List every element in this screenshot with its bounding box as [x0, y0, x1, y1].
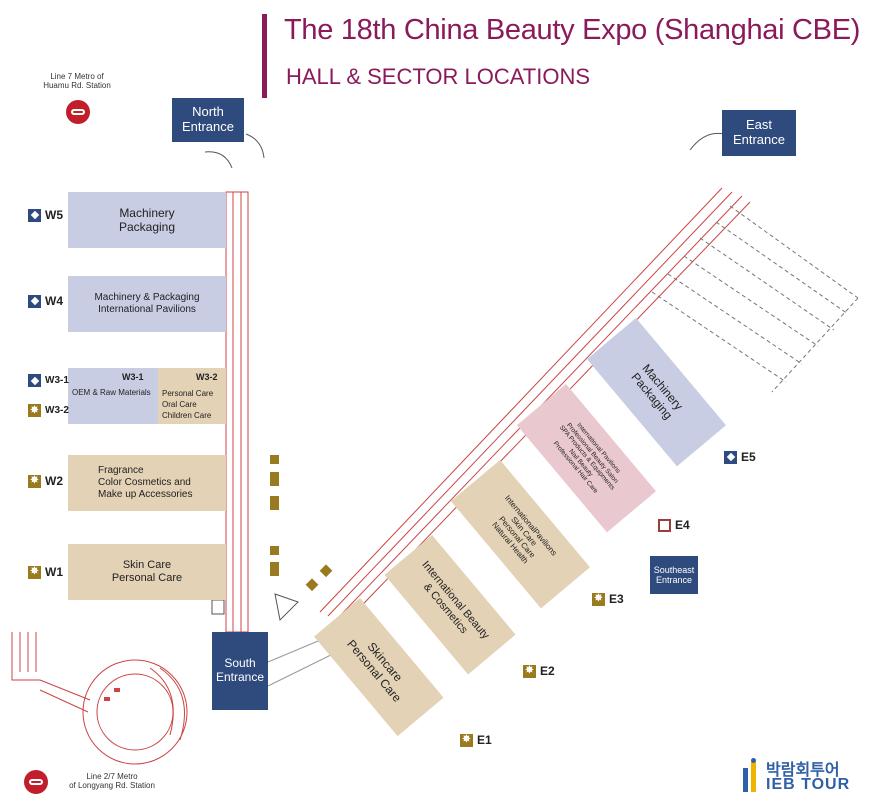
ieb-tour-logo-icon	[743, 758, 756, 792]
small-booth	[211, 599, 225, 615]
south-entrance[interactable]: South Entrance	[212, 632, 268, 710]
metro-top-label: Line 7 Metro of Huamu Rd. Station	[43, 72, 111, 91]
label-e3[interactable]: ✸E3	[592, 592, 624, 606]
arena-markers	[104, 688, 120, 701]
direction-triangle	[274, 593, 299, 622]
logo-korean: 박람회투어	[766, 762, 840, 779]
hall-w4[interactable]: Machinery & Packaging International Pavi…	[68, 276, 226, 332]
west-corridor	[225, 191, 249, 633]
decor-blocks	[270, 455, 333, 592]
label-e2[interactable]: ✸E2	[523, 664, 555, 678]
label-e1[interactable]: ✸E1	[460, 733, 492, 747]
star-icon: ✸	[28, 404, 41, 417]
north-entrance[interactable]: North Entrance	[172, 98, 244, 142]
label-w3-2[interactable]: ✸W3-2	[28, 404, 69, 417]
title-accent-bar	[262, 14, 267, 98]
hall-w5[interactable]: Machinery Packaging	[68, 192, 226, 248]
diamond-icon	[28, 374, 41, 387]
label-w3-1[interactable]: W3-1	[28, 374, 69, 387]
diamond-icon	[28, 294, 41, 308]
hall-w2[interactable]: Fragrance Color Cosmetics and Make up Ac…	[68, 455, 226, 511]
hall-w3-1-code: W3-1	[122, 372, 144, 382]
arena-building	[11, 632, 188, 765]
label-w2[interactable]: ✸W2	[28, 474, 63, 488]
logo-english: IEB TOUR	[766, 776, 851, 793]
east-entrance[interactable]: East Entrance	[722, 110, 796, 156]
star-icon: ✸	[460, 733, 473, 747]
southeast-entrance[interactable]: Southeast Entrance	[650, 556, 698, 594]
label-w4[interactable]: W4	[28, 294, 63, 308]
star-icon: ✸	[28, 474, 41, 488]
star-icon: ✸	[523, 664, 536, 678]
metro-bottom-label: Line 2/7 Metro of Longyang Rd. Station	[69, 772, 155, 791]
hall-w1[interactable]: Skin Care Personal Care	[68, 544, 226, 600]
hall-w3-2-code: W3-2	[196, 372, 218, 382]
metro-top-icon	[66, 100, 90, 124]
label-w5[interactable]: W5	[28, 208, 63, 222]
star-icon: ✸	[592, 592, 605, 606]
hall-w3-1-text: OEM & Raw Materials	[72, 388, 151, 397]
page-subtitle: HALL & SECTOR LOCATIONS	[286, 64, 591, 89]
label-e4[interactable]: E4	[658, 518, 690, 532]
page-title: The 18th China Beauty Expo (Shanghai CBE…	[284, 14, 861, 46]
north-door	[204, 133, 265, 169]
diamond-icon	[28, 208, 41, 222]
hall-w3-2[interactable]: W3-2 Personal Care Oral Care Children Ca…	[158, 368, 226, 424]
hall-w3-2-text: Personal Care Oral Care Children Care	[162, 389, 214, 421]
square-ring-icon	[658, 518, 671, 532]
diamond-icon	[724, 450, 737, 464]
star-icon: ✸	[28, 565, 41, 579]
future-halls	[651, 205, 859, 393]
label-w1[interactable]: ✸W1	[28, 565, 63, 579]
metro-bottom-icon	[24, 770, 48, 794]
hall-w3-1[interactable]: W3-1 OEM & Raw Materials	[68, 368, 158, 424]
label-e5[interactable]: E5	[724, 450, 756, 464]
east-door	[689, 132, 725, 151]
